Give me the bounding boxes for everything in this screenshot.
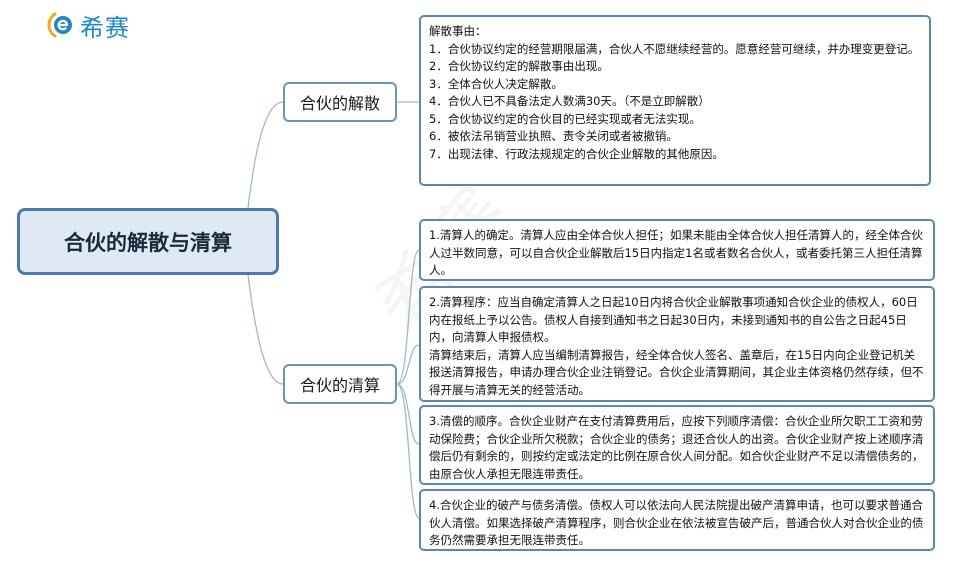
note-line: 2.清算程序：应当自确定清算人之日起10日内将合伙企业解散事项通知合伙企业的债权… (429, 295, 918, 344)
note-liquidator-determination[interactable]: 1.清算人的确定。清算人应由全体合伙人担任；如果未能由全体合伙人担任清算人的，经… (419, 219, 935, 281)
note-line: 清算结束后，清算人应当编制清算报告，经全体合伙人签名、盖章后，在15日内向企业登… (429, 347, 924, 397)
note-line: 4．合伙人已不具备法定人数满30天。（不是立即解散） (429, 94, 710, 108)
e-circle-logo-icon (46, 10, 76, 40)
branch-dissolution[interactable]: 合伙的解散 (283, 82, 397, 122)
root-topic[interactable]: 合伙的解散与清算 (17, 208, 279, 275)
note-line: 3．全体合伙人决定解散。 (429, 76, 563, 91)
note-line: 5．合伙协议约定的合伙目的已经实现或者无法实现。 (429, 111, 701, 126)
note-line: 1.清算人的确定。清算人应由全体合伙人担任；如果未能由全体合伙人担任清算人的，经… (429, 228, 923, 277)
brand-name: 希赛 (80, 13, 130, 42)
connector-liquidation-note-1 (396, 249, 420, 385)
note-line: 7．出现法律、行政法规规定的合伙企业解散的其他原因。 (429, 146, 724, 161)
connector-liquidation-note-2 (396, 344, 420, 385)
connector-root-liquidation (247, 274, 284, 385)
note-line: 2．合伙协议约定的解散事由出现。 (429, 59, 609, 73)
note-liquidation-procedure[interactable]: 2.清算程序：应当自确定清算人之日起10日内将合伙企业解散事项通知合伙企业的债权… (419, 286, 935, 402)
connector-liquidation-note-3 (396, 383, 420, 445)
branch-liquidation[interactable]: 合伙的清算 (283, 364, 397, 404)
brand-logo: 希赛 (46, 8, 130, 42)
note-line: 6．被依法吊销营业执照、责令关闭或者被撤销。 (429, 129, 678, 143)
note-line: 解散事由： (429, 24, 487, 38)
note-line: 1．合伙协议约定的经营期限届满，合伙人不愿继续经营的。愿意经营可继续，并办理变更… (429, 41, 920, 56)
connector-liquidation-note-4 (396, 383, 420, 519)
note-line: 4.合伙企业的破产与债务清偿。债权人可以依法向人民法院提出破产清算申请，也可以要… (429, 498, 924, 547)
note-bankruptcy-repayment[interactable]: 4.合伙企业的破产与债务清偿。债权人可以依法向人民法院提出破产清算申请，也可以要… (419, 489, 935, 551)
note-dissolution-reasons[interactable]: 解散事由： 1．合伙协议约定的经营期限届满，合伙人不愿继续经营的。愿意经营可继续… (419, 15, 931, 186)
note-repayment-order[interactable]: 3.清偿的顺序。合伙企业财产在支付清算费用后，应按下列顺序清偿：合伙企业所欠职工… (419, 405, 935, 485)
note-line: 3.清偿的顺序。合伙企业财产在支付清算费用后，应按下列顺序清偿：合伙企业所欠职工… (429, 414, 924, 481)
connector-root-dissolution (247, 101, 284, 209)
